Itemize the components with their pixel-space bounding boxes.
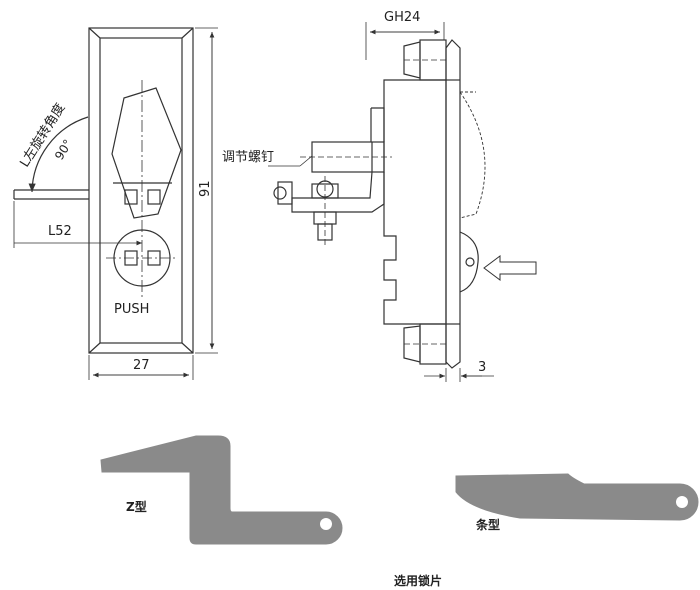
front-inner-frame xyxy=(99,37,183,344)
handle-plate xyxy=(111,87,182,219)
cam-bar-hole xyxy=(676,496,688,508)
bar-cam-label: 条型 xyxy=(476,518,501,532)
cam-z-hole xyxy=(320,518,332,530)
push-arrow xyxy=(483,255,537,281)
height-dimension-label: 91 xyxy=(198,180,213,197)
width-dimension-label: 27 xyxy=(133,358,150,373)
cams-caption: 选用锁片 xyxy=(394,574,443,588)
adjusting-screw-label: 调节螺钉 xyxy=(222,150,275,165)
side-view xyxy=(268,22,537,382)
lever-length-label: L52 xyxy=(48,224,72,239)
gh24-label: GH24 xyxy=(384,10,421,25)
cam-bar-shape xyxy=(455,473,699,521)
thickness-label: 3 xyxy=(478,360,487,375)
cam-z-shape xyxy=(100,435,343,545)
side-face-plate xyxy=(445,39,461,369)
handle-outline-dashed xyxy=(459,91,486,219)
front-view xyxy=(13,27,218,380)
side-housing xyxy=(383,79,447,325)
z-cam-label: Z型 xyxy=(126,500,147,514)
cams xyxy=(100,435,699,545)
push-label: PUSH xyxy=(114,302,150,317)
rotation-arc xyxy=(28,116,89,193)
